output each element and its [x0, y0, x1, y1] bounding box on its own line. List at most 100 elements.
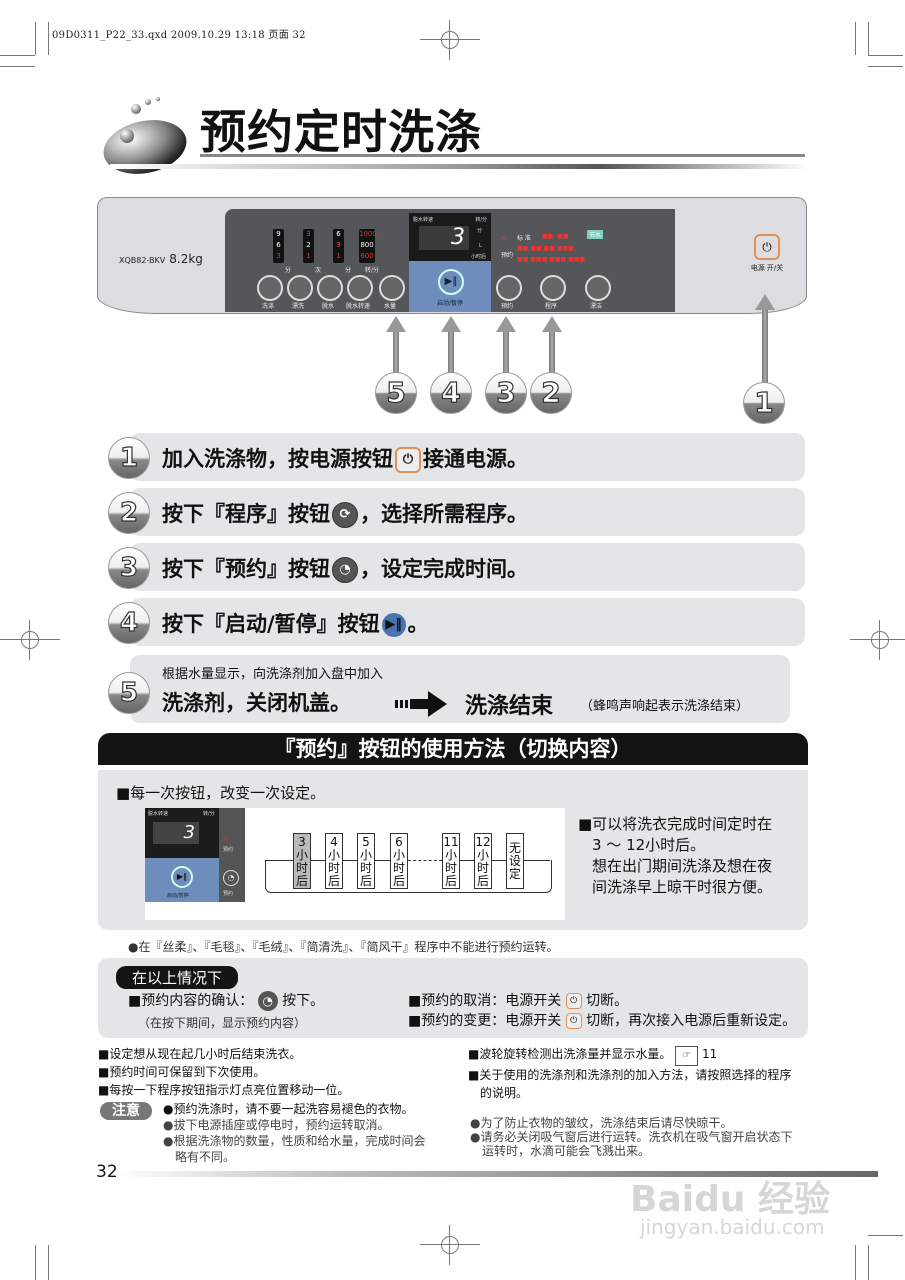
- crop-mark: [35, 22, 36, 55]
- arrowhead-icon: [496, 316, 516, 332]
- step5-action: 洗涤剂，关闭机盖。: [162, 691, 351, 715]
- title-gradient-rule: [110, 164, 810, 169]
- reserve-button[interactable]: [496, 275, 522, 301]
- unit-label: 分: [345, 267, 352, 274]
- page-reference: 11: [701, 1047, 718, 1061]
- power-label: 电源 开/关: [750, 264, 784, 272]
- callout-arrow: [549, 330, 555, 375]
- callout-5: 5: [375, 372, 417, 414]
- registration-mark: [420, 20, 480, 60]
- unit-label: 转/分: [365, 267, 380, 274]
- wash-end-note: （蜂鸣声响起表示洗涤结束）: [580, 699, 750, 714]
- spin-speed-button[interactable]: [347, 275, 373, 301]
- rinse-button[interactable]: [287, 275, 313, 301]
- display-screen: 脱水转速 转/分 3 分 L 小时后: [409, 213, 491, 261]
- start-pause-area[interactable]: ▶‖ 启动/暂停: [409, 261, 491, 312]
- mini-display-value: 3: [153, 822, 199, 844]
- watermark-url: jingyan.baidu.com: [640, 1215, 825, 1239]
- sequence-step: 11小时后: [442, 833, 460, 889]
- cancel-line: ■预约的取消：电源开关 ⏻ 切断。: [408, 993, 629, 1009]
- crop-mark: [868, 22, 869, 55]
- notes-left: ■设定想从现在起几小时后结束洗衣。 ■预约时间可保留到下次使用。 ■每按一下程序…: [98, 1047, 350, 1097]
- bubble-logo-icon: [103, 97, 187, 174]
- eco-indicator: 节水: [587, 230, 604, 239]
- pointing-hand-icon: ☞: [675, 1046, 699, 1066]
- callout-arrow: [503, 330, 509, 375]
- step-1: 加入洗涤物，按电源按钮⏻接通电源。: [130, 433, 805, 481]
- play-pause-icon: ▶‖: [171, 866, 193, 888]
- spin-label: 脱水: [321, 303, 334, 310]
- wash-label: 洗涤: [261, 303, 274, 310]
- power-button[interactable]: ⏻: [754, 234, 780, 260]
- callout-arrow: [393, 330, 399, 375]
- section-heading: ■每一次按钮，改变一次设定。: [116, 784, 326, 802]
- right-arrow-icon: [395, 691, 447, 717]
- print-slug: 09D0311_P22_33.qxd 2009.10.29 13:18 页面 3…: [52, 30, 306, 41]
- power-icon: ⏻: [565, 1013, 582, 1029]
- tub-clean-button[interactable]: [585, 275, 611, 301]
- crop-mark: [48, 22, 49, 55]
- registration-mark: [0, 620, 60, 660]
- wash-end-label: 洗涤结束: [465, 694, 554, 719]
- tub-clean-label: 漂洁: [589, 303, 602, 310]
- watermark: Baidu 经验: [630, 1179, 831, 1220]
- step5-instruction: 根据水量显示，向洗涤剂加入盘中加入: [162, 667, 384, 682]
- section-header: 『预约』按钮的使用方法（切换内容）: [98, 733, 808, 765]
- crop-mark: [35, 1245, 36, 1280]
- callout-arrow: [448, 330, 454, 375]
- sequence-step: 无设定: [506, 833, 524, 889]
- sequence-step: 4小时后: [325, 833, 343, 889]
- unit-label: 分: [285, 267, 292, 274]
- program-restriction-note: ●在『丝柔』、『毛毯』、『毛绒』、『简清洗』、『简风干』程序中不能进行预约运转。: [128, 940, 559, 954]
- callout-arrow: [762, 308, 768, 385]
- page-number: 32: [96, 1162, 118, 1182]
- sequence-step: 3小时后: [293, 833, 311, 889]
- crop-mark: [868, 66, 903, 67]
- caution-tag: 注意: [100, 1102, 152, 1120]
- step-number: 5: [108, 672, 150, 714]
- power-icon: ⏻: [395, 447, 421, 473]
- section-box: ■每一次按钮，改变一次设定。 脱水转速 转/分 3 ▶‖ 启动/暂停 ➜ 预约 …: [98, 770, 808, 930]
- program-label: 程序: [544, 303, 557, 310]
- program-button[interactable]: [540, 275, 566, 301]
- clock-icon: ◔: [223, 870, 239, 886]
- unit-label: 次: [315, 267, 322, 274]
- crop-mark: [868, 1245, 869, 1280]
- change-line: ■预约的变更：电源开关 ⏻ 切断，再次接入电源后重新设定。: [408, 1013, 797, 1029]
- caution-list: ●预约洗涤时，请不要一起洗容易褪色的衣物。 ●拔下电源插座或停电时，预约运转取消…: [163, 1102, 426, 1164]
- display-value: 3: [419, 226, 469, 250]
- arrowhead-icon: [542, 316, 562, 332]
- step-2: 按下『程序』按钮⟳，选择所需程序。: [130, 488, 805, 536]
- spin-speed-label: 脱水转速: [345, 303, 370, 310]
- callout-3: 3: [485, 372, 527, 414]
- clock-icon: ◔: [332, 557, 358, 583]
- step-5: 根据水量显示，向洗涤剂加入盘中加入 洗涤剂，关闭机盖。 洗涤结束 （蜂鸣声响起表…: [130, 655, 790, 723]
- program-icon: ⟳: [332, 502, 358, 528]
- crop-mark: [855, 22, 856, 55]
- notes-right: ■波轮旋转检测出洗涤量并显示水量。 ☞ 11 ■关于使用的洗涤剂和洗涤剂的加入方…: [468, 1046, 792, 1100]
- arrowhead-icon: [755, 294, 775, 310]
- spin-button[interactable]: [317, 275, 343, 301]
- reserve-label: 预约: [500, 303, 513, 310]
- crop-mark: [855, 1245, 856, 1280]
- start-pause-label: 启动/暂停: [436, 300, 464, 307]
- conditions-tag: 在以上情况下: [116, 966, 239, 989]
- confirm-line: ■预约内容的确认： ◔ 按下。: [128, 991, 325, 1011]
- step-4: 按下『启动/暂停』按钮▶‖。: [130, 598, 805, 646]
- callout-4: 4: [430, 372, 472, 414]
- arrowhead-icon: [386, 316, 406, 332]
- power-icon: ⏻: [565, 993, 582, 1009]
- wash-button[interactable]: [257, 275, 283, 301]
- footer-rule: [118, 1171, 878, 1177]
- sequence-step: 6小时后: [390, 833, 408, 889]
- step-number: 3: [108, 547, 150, 589]
- water-level-button[interactable]: [379, 275, 405, 301]
- standard-label: 标 准: [517, 235, 531, 242]
- callout-2: 2: [530, 372, 572, 414]
- callout-1: 1: [743, 382, 785, 424]
- play-pause-icon: ▶‖: [438, 269, 464, 295]
- section-explanation: ■可以将洗衣完成时间定时在 3 ～ 12小时后。 想在出门期间洗涤及想在夜 间洗…: [578, 815, 773, 896]
